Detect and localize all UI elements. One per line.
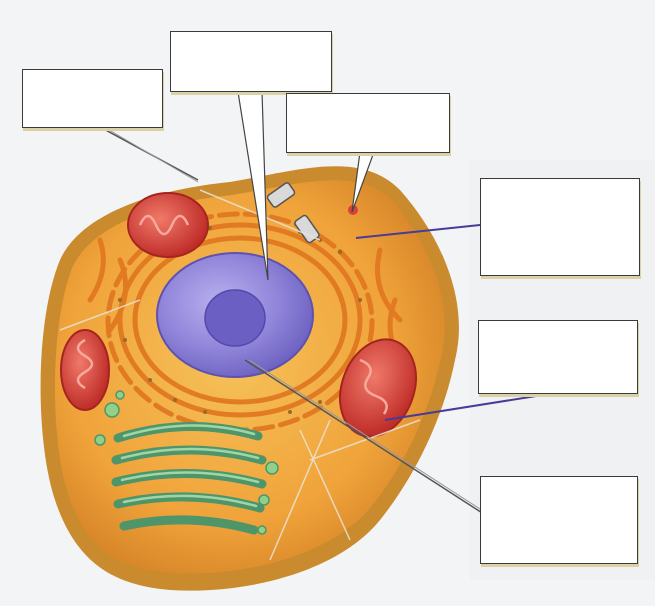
nucleolus <box>205 290 265 346</box>
mitochondrion-top <box>128 193 208 257</box>
label-box-top-center[interactable] <box>170 31 332 92</box>
label-box-right-3[interactable] <box>480 476 638 564</box>
mitochondrion-left <box>61 330 109 410</box>
label-box-top-left[interactable] <box>22 69 163 128</box>
label-box-upper-middle[interactable] <box>286 93 450 153</box>
label-box-right-2[interactable] <box>478 320 638 394</box>
label-box-right-1[interactable] <box>480 178 640 276</box>
